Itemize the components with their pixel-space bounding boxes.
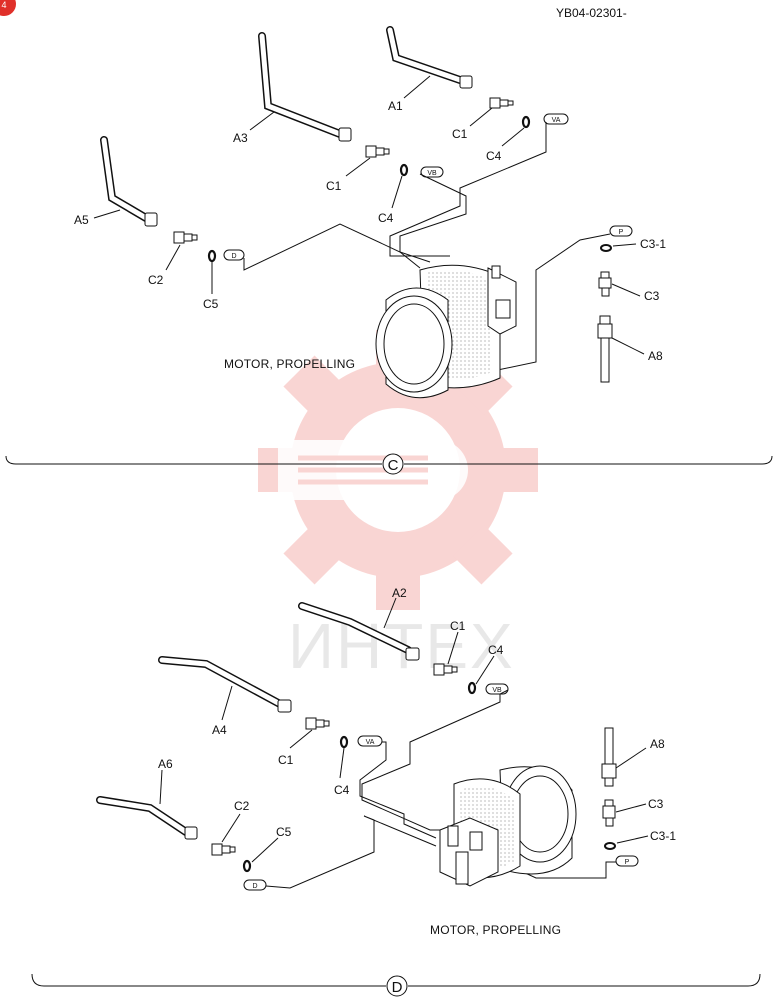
svg-text:4: 4 — [1, 0, 6, 10]
route-vb-d — [361, 689, 509, 831]
o-ring-c5-d — [242, 859, 252, 873]
o-ring-c4-mid-d — [339, 735, 349, 749]
fitting-c1-mid-d — [305, 717, 330, 730]
fitting-c1-mid — [365, 145, 390, 158]
pipe-a8-c — [597, 315, 613, 383]
fitting-c3 — [598, 271, 612, 297]
o-ring-c4-top — [521, 115, 531, 129]
svg-text:VA: VA — [552, 117, 561, 124]
svg-text:P: P — [625, 859, 630, 866]
label-c2: C2 — [148, 273, 164, 287]
pipe-a4 — [158, 656, 292, 713]
o-ring-c4-mid — [399, 163, 409, 177]
pipe-a6 — [96, 796, 198, 840]
port-d-c: D — [223, 249, 245, 261]
label-c3-1-d: C3-1 — [650, 829, 676, 843]
label-c1-top: C1 — [452, 127, 468, 141]
label-a3: A3 — [233, 131, 248, 145]
section-label-d: D — [392, 979, 403, 996]
label-a8-c: A8 — [648, 349, 663, 363]
port-va-c: VA — [543, 113, 569, 125]
view-d: A2 A4 A6 C1 C1 — [31, 586, 761, 997]
doc-code: YB04-02301- — [556, 6, 627, 20]
port-d-d: D — [243, 879, 267, 891]
label-c4-top-d: C4 — [488, 643, 504, 657]
label-c4-mid-d: C4 — [334, 783, 350, 797]
label-c2-d: C2 — [234, 799, 250, 813]
label-c3-1: C3-1 — [640, 237, 666, 251]
pipe-a1 — [386, 26, 473, 89]
o-ring-c3-1 — [600, 244, 612, 252]
label-a6: A6 — [158, 757, 173, 771]
label-a5: A5 — [74, 213, 89, 227]
label-c1-mid-d: C1 — [278, 753, 294, 767]
port-va-d: VA — [357, 735, 383, 747]
port-p-d: P — [615, 855, 639, 867]
pipe-a8-d — [601, 727, 617, 787]
route-d-d — [265, 815, 437, 889]
divider-d-right — [408, 973, 761, 987]
pipe-a3 — [258, 32, 352, 142]
port-vb-d: VB — [485, 683, 509, 695]
label-a2: A2 — [392, 586, 407, 600]
corner-badge: 4 — [0, 0, 16, 16]
label-c5: C5 — [203, 297, 219, 311]
caption-c: MOTOR, PROPELLING — [224, 357, 355, 371]
divider-d-left — [31, 973, 386, 987]
svg-text:VB: VB — [492, 687, 502, 694]
label-a8-d: A8 — [650, 737, 665, 751]
section-marker-d — [386, 975, 408, 997]
route-vb-c — [399, 173, 467, 263]
pipe-a5 — [100, 136, 158, 227]
svg-text:VA: VA — [366, 739, 375, 746]
pipe-a2 — [298, 602, 420, 661]
route-va-d — [359, 741, 437, 839]
label-a1: A1 — [388, 99, 403, 113]
port-p-c: P — [609, 225, 633, 237]
section-label-c: C — [388, 457, 399, 474]
label-c4-top: C4 — [486, 149, 502, 163]
view-c: A1 A3 A5 C1 C1 — [5, 26, 773, 475]
label-c1-top-d: C1 — [450, 619, 466, 633]
svg-text:VB: VB — [427, 170, 437, 177]
o-ring-c5 — [207, 249, 217, 263]
svg-text:P: P — [619, 229, 624, 236]
motor-propelling-c — [375, 264, 517, 399]
label-c1-mid: C1 — [326, 179, 342, 193]
svg-text:D: D — [231, 253, 236, 260]
fitting-c3-d — [602, 799, 616, 827]
fitting-c2-d — [211, 843, 236, 856]
motor-propelling-d — [439, 765, 577, 887]
svg-text:D: D — [252, 883, 257, 890]
divider-c-right — [404, 455, 773, 465]
label-c4-mid: C4 — [378, 211, 394, 225]
label-c5-d: C5 — [276, 825, 292, 839]
label-a4: A4 — [212, 723, 227, 737]
route-p-c — [487, 233, 611, 373]
port-vb-c: VB — [420, 166, 444, 178]
fitting-c2 — [173, 231, 198, 244]
section-marker-c — [382, 453, 404, 475]
fitting-c1-top-d — [433, 663, 458, 676]
route-d-c — [243, 223, 421, 271]
fitting-c1-top — [489, 97, 514, 109]
o-ring-c4-top-d — [467, 681, 477, 695]
label-c3-d: C3 — [648, 797, 664, 811]
divider-c-left — [5, 455, 382, 465]
o-ring-c3-1-d — [604, 842, 616, 850]
watermark-logo — [258, 330, 538, 610]
label-c3: C3 — [644, 289, 660, 303]
route-va-c — [389, 122, 547, 257]
caption-d: MOTOR, PROPELLING — [430, 923, 561, 937]
